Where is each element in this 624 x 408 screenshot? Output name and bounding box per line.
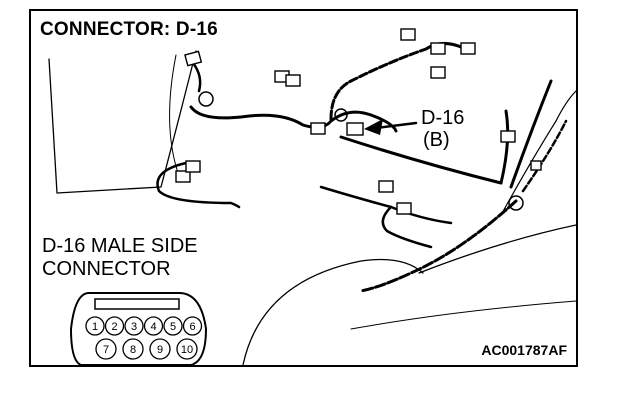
diagram-title: CONNECTOR: D-16 xyxy=(40,19,218,40)
callout-variant-label: (B) xyxy=(423,129,450,151)
harness-branch-left-top xyxy=(191,61,202,93)
connector-pin-number: 4 xyxy=(150,321,156,333)
connector-pin-number: 1 xyxy=(92,321,98,333)
connector-pin-number: 2 xyxy=(111,321,117,333)
connector-block xyxy=(184,50,203,67)
callout-arrow xyxy=(374,121,418,130)
connector-pin xyxy=(176,338,198,360)
connector-block xyxy=(175,170,191,183)
connector-block xyxy=(400,28,416,41)
harness-branch-long xyxy=(339,135,503,185)
connector-block xyxy=(396,202,412,215)
connector-pin-number: 5 xyxy=(170,321,176,333)
connector-block xyxy=(500,130,516,143)
diagram-frame: 1 2 3 4 5 6 7 8 9 10 CONNECTOR: D-16 D-16 (B) D-1… xyxy=(29,9,578,367)
connector-block xyxy=(430,66,446,79)
connector-block xyxy=(378,180,394,193)
harness-mid-branch xyxy=(381,205,433,249)
male-side-caption: D-16 MALE SIDE CONNECTOR xyxy=(42,235,198,281)
connector-pin xyxy=(95,338,117,360)
connector-pin-number: 9 xyxy=(157,344,163,356)
lower-body-outline xyxy=(350,300,576,330)
rear-body-outline xyxy=(500,90,576,216)
connector-pin xyxy=(149,338,171,360)
figure-code: AC001787AF xyxy=(481,342,567,358)
connector-pin xyxy=(163,316,183,336)
connector-pin xyxy=(182,316,203,336)
connector-pin-number: 8 xyxy=(130,344,136,356)
floor-panel-outline xyxy=(169,54,182,182)
harness-illustration: 1 2 3 4 5 6 7 8 9 10 xyxy=(48,28,576,365)
male-side-caption-line2: CONNECTOR xyxy=(42,258,171,280)
connector-block xyxy=(285,74,301,87)
grommet-left xyxy=(198,91,214,107)
connector-pin-number: 10 xyxy=(181,344,193,356)
harness-branch-right xyxy=(499,109,510,185)
grommet-center xyxy=(334,108,348,122)
connector-block xyxy=(530,160,542,171)
connector-block xyxy=(310,122,326,135)
connector-pin xyxy=(104,316,125,336)
connector-block xyxy=(460,42,476,55)
harness-left-loop xyxy=(156,161,241,209)
callout-arrowhead xyxy=(364,119,383,135)
callout-connector-label: D-16 xyxy=(421,107,465,129)
connector-pin xyxy=(143,316,164,336)
wheel-arch-outline xyxy=(242,258,424,365)
connector-pin xyxy=(124,316,144,336)
harness-branch-right-2 xyxy=(509,79,553,189)
connector-block xyxy=(430,42,446,55)
grommet-right xyxy=(508,195,524,211)
harness-branch-right-3 xyxy=(521,119,568,193)
harness-branch-upper xyxy=(329,47,428,121)
connector-pin-number: 6 xyxy=(189,321,195,333)
connector-pin xyxy=(85,316,105,336)
connector-pin-number: 3 xyxy=(131,321,137,333)
connector-pin-number: 7 xyxy=(103,344,109,356)
connector-pin xyxy=(122,338,144,360)
connector-d16 xyxy=(346,122,364,136)
side-body-outline xyxy=(418,224,576,274)
male-side-caption-line1: D-16 MALE SIDE xyxy=(42,235,198,257)
connector-block xyxy=(185,160,201,173)
harness-lower xyxy=(359,199,518,293)
main-harness xyxy=(189,105,398,133)
body-panel-outline xyxy=(48,50,197,194)
